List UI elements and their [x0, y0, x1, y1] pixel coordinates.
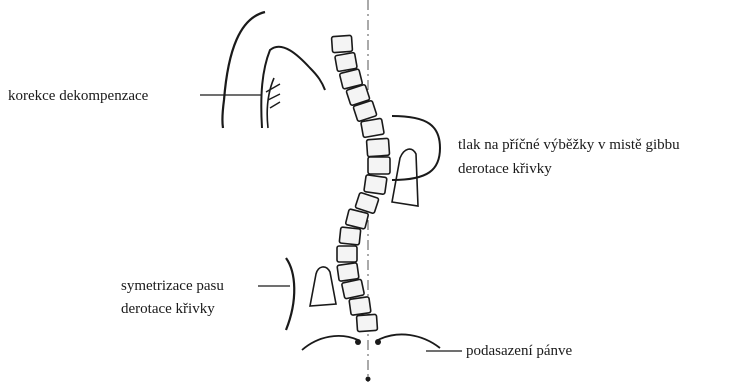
label-derotace-krivky-right: derotace křivky [458, 159, 552, 179]
vertebra [349, 297, 371, 316]
vertebra [335, 52, 357, 71]
vertebra [331, 35, 352, 52]
vertebra [356, 314, 377, 331]
pelvis-right-dot [375, 339, 381, 345]
vertebra [364, 175, 387, 195]
vertebra [339, 227, 361, 245]
pelvis-right-arc [378, 334, 440, 348]
vertebra [337, 246, 357, 262]
shoulder-inner-line [267, 78, 274, 128]
vertebra [342, 279, 365, 299]
spine [331, 35, 390, 331]
label-tlak-na-pricne-vybezky: tlak na příčné výběžky v mistě gibbu [458, 135, 680, 155]
vertebra [366, 138, 389, 156]
midline-end-dot [366, 377, 371, 382]
vertebra [368, 157, 390, 174]
vertebra [337, 263, 359, 282]
pelvis-left-dot [355, 339, 361, 345]
label-korekce-dekompenzace: korekce dekompenzace [8, 86, 148, 106]
vertebra [361, 118, 384, 137]
label-podasazeni-panve: podasazení pánve [466, 341, 572, 361]
left-waist-bracket [286, 258, 294, 330]
label-derotace-krivky-left: derotace křivky [121, 299, 215, 319]
vertebra [345, 209, 368, 229]
left-pad [310, 267, 336, 306]
pelvis-left-arc [302, 336, 358, 350]
label-symetrizace-pasu: symetrizace pasu [121, 276, 224, 296]
torso-left-contour [222, 12, 265, 128]
